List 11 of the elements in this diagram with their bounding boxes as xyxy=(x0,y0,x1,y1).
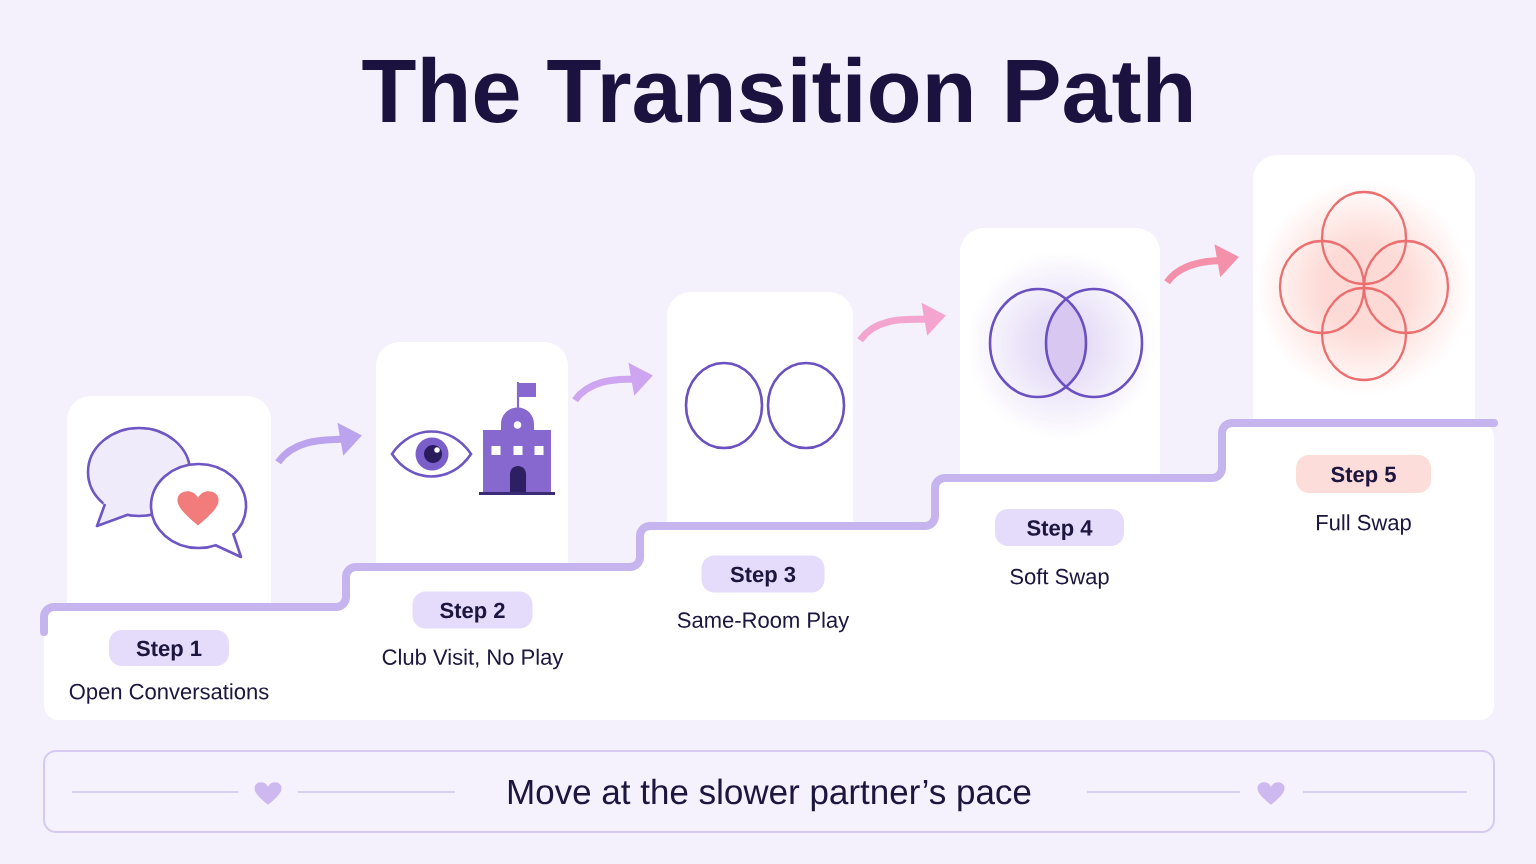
title: The Transition Path xyxy=(362,56,1191,123)
step-label: Open Conversations xyxy=(69,683,269,704)
step-label: Same-Room Play xyxy=(677,611,850,633)
step-label: Full Swap xyxy=(1317,514,1411,535)
banner: Move at the slower partner’s pace xyxy=(43,750,1495,833)
step-label: Club Visit, No Play xyxy=(382,648,564,670)
step-badge: Step 2 xyxy=(412,591,533,629)
step-label: Soft Swap xyxy=(1010,568,1109,589)
step-badge: Step 3 xyxy=(701,555,825,593)
step-badge: Step 4 xyxy=(995,509,1124,546)
step-badge: Step 1 xyxy=(109,630,229,666)
